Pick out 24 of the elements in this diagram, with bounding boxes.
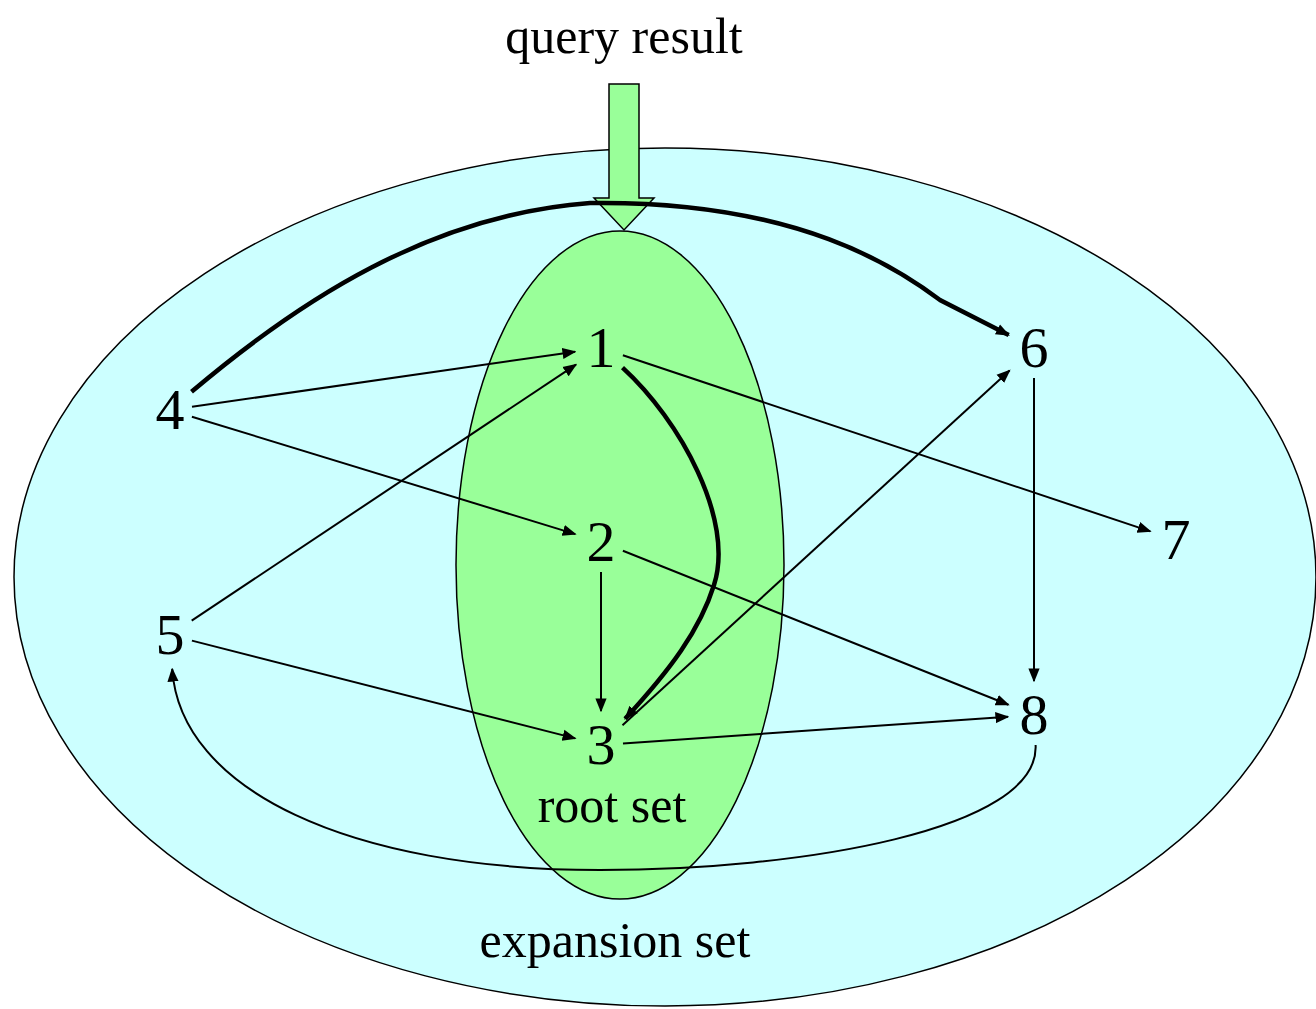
graph-node-label: 3 [581, 717, 621, 773]
graph-node-label: 1 [581, 320, 621, 376]
arrow [620, 366, 721, 721]
arrow [168, 667, 1037, 871]
query-label: query result [464, 10, 784, 62]
arrow [190, 200, 1010, 394]
arrow [190, 639, 577, 741]
graph-node-label: 5 [150, 607, 190, 663]
arrow [621, 354, 1152, 533]
graph-node-label: 4 [150, 382, 190, 438]
arrow [622, 712, 1010, 745]
graph-node-label: 2 [581, 514, 621, 570]
block-arrow [592, 83, 656, 232]
graph-node-label: 7 [1156, 512, 1196, 568]
arrow [621, 369, 1011, 727]
graph-node-label: 6 [1014, 320, 1054, 376]
set-label: root set [536, 780, 688, 830]
arrow [190, 415, 577, 536]
arrow [190, 363, 578, 622]
arrow [1028, 377, 1040, 683]
arrow [191, 347, 577, 408]
arrow [621, 549, 1010, 706]
arrow [595, 571, 607, 713]
graph-node-label: 8 [1014, 687, 1054, 743]
